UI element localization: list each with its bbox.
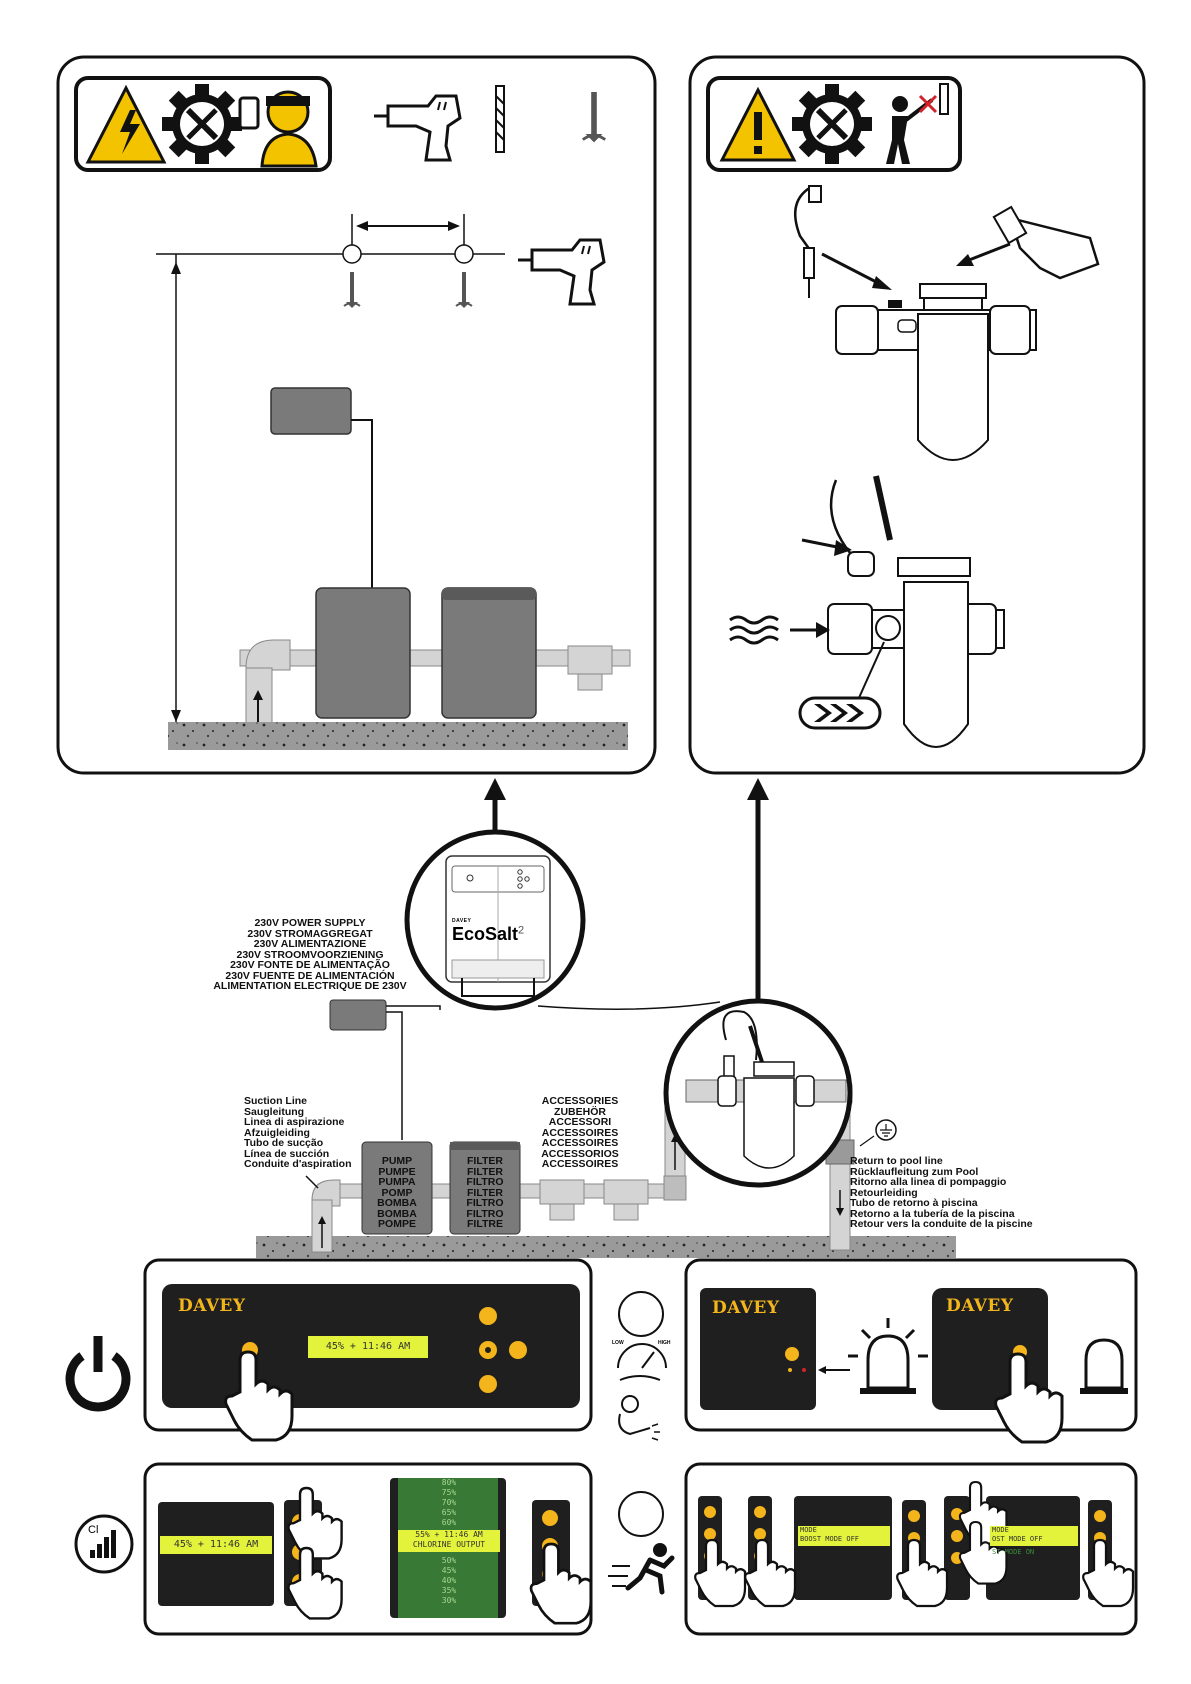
back-button[interactable] (509, 1341, 527, 1359)
brand-logo-2: DAVEY (712, 1298, 780, 1318)
brand-logo-3: DAVEY (946, 1296, 1014, 1316)
power-box (270, 387, 352, 435)
cell-cap-icon (992, 205, 1100, 280)
swimmer-icon (618, 1395, 660, 1441)
product-logo: DAVEY EcoSalt2 (452, 918, 525, 944)
step-circle-1 (618, 1291, 664, 1337)
system-layout (256, 778, 956, 1258)
gauge-low-label: LOW (612, 1340, 624, 1346)
gauge-icon (617, 1343, 667, 1381)
water-flow-icon (729, 615, 779, 645)
down-button[interactable] (479, 1375, 497, 1393)
filter-box (441, 587, 537, 719)
lcd-display: 45% + 11:46 AM (308, 1336, 428, 1358)
ground (168, 722, 628, 750)
output-list-top: 80%75%70%65%60% (441, 1478, 457, 1527)
brand-logo: DAVEY (178, 1296, 246, 1316)
tools-gear-icon-2 (792, 84, 872, 164)
tools-gear-icon (162, 84, 242, 164)
boost-mode-on-text: ST MODE ON (992, 1548, 1035, 1556)
step-circle-2 (618, 1491, 664, 1537)
boost-panel (684, 1462, 1138, 1636)
alarm-light-icon (848, 1318, 928, 1394)
no-touch-icon (886, 83, 949, 164)
up-button[interactable] (479, 1307, 497, 1325)
cell-install-panel (688, 55, 1146, 775)
light-off-icon (1080, 1338, 1128, 1394)
electrician-icon (238, 90, 318, 168)
pump-box (315, 587, 411, 719)
chlorine-level-icon (74, 1514, 134, 1574)
gauge-high-label: HIGH (658, 1340, 671, 1346)
drill-bit-icon (495, 85, 505, 153)
runner-icon (608, 1543, 675, 1595)
installation-panel (56, 55, 657, 775)
chlorine-label: Cl (88, 1524, 99, 1536)
power-icon (65, 1336, 131, 1412)
indicator-panel (684, 1258, 1138, 1444)
flow-direction-badge (798, 696, 882, 730)
lcd-display-small: 45% + 11:46 AM (160, 1536, 272, 1554)
output-list-bottom: 50%45%40%35%30% (441, 1556, 457, 1605)
